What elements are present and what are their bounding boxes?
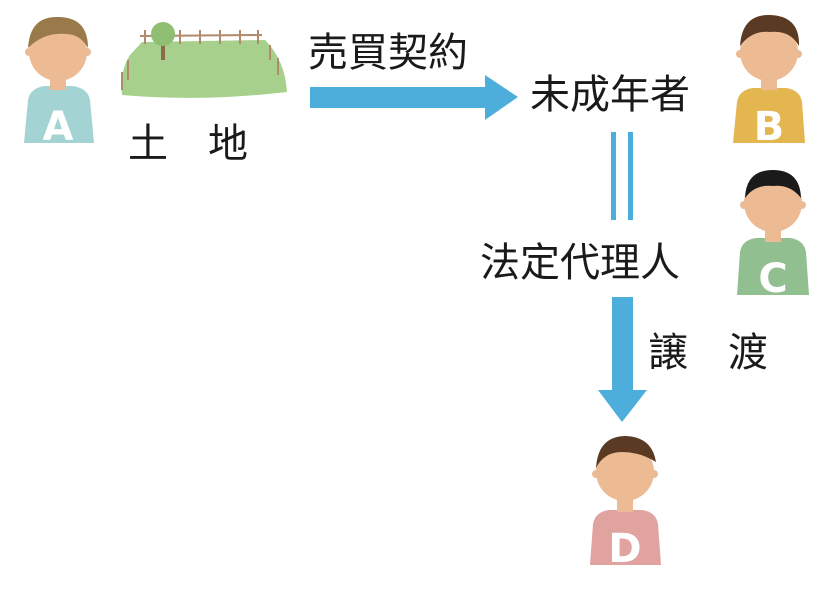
- person-b: B: [733, 14, 805, 150]
- person-c: C: [737, 170, 809, 302]
- person-a: A: [24, 16, 94, 150]
- person-letter: B: [754, 104, 785, 150]
- person-letter: A: [43, 104, 74, 150]
- sale-contract-label: 売買契約: [308, 30, 468, 76]
- right-arrow-icon: [310, 75, 518, 120]
- land-label: 土 地: [128, 121, 248, 167]
- person-letter: C: [758, 256, 787, 302]
- legal-representative-label: 法定代理人: [480, 240, 680, 286]
- person-letter: D: [608, 526, 641, 572]
- minor-label: 未成年者: [530, 72, 690, 118]
- transfer-label: 譲 渡: [648, 330, 768, 376]
- down-arrow-icon: [598, 297, 647, 422]
- equivalence-lines: [611, 132, 633, 220]
- person-d: D: [590, 436, 661, 572]
- land-illustration: [121, 22, 288, 98]
